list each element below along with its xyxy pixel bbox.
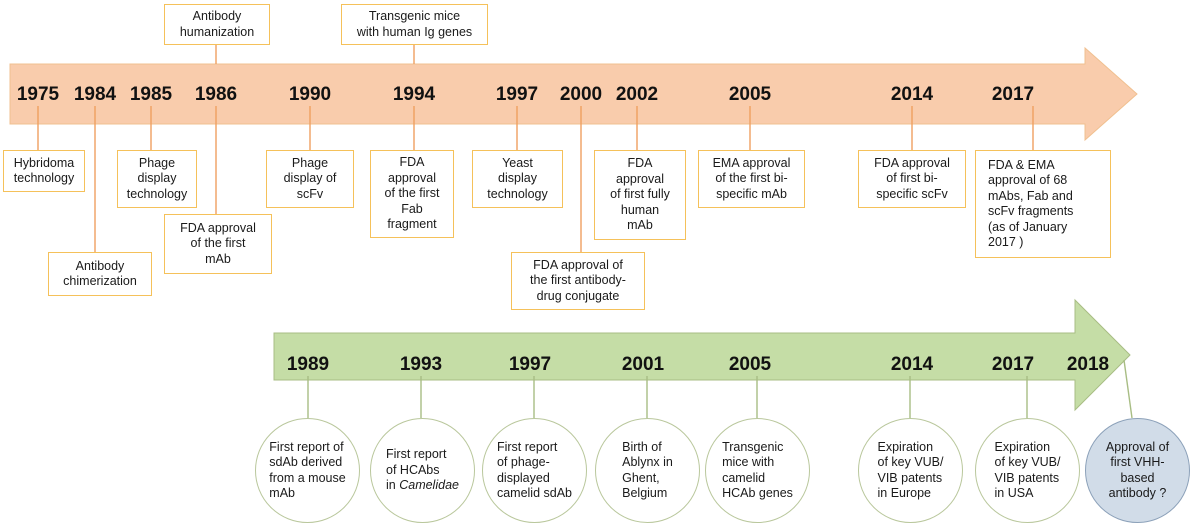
- event-circle-1993-text: First report of HCAbs in Camelidae: [386, 447, 459, 493]
- event-box-1986-approval: FDA approval of the first mAb: [164, 214, 272, 274]
- connector-line-bottom: [1123, 359, 1133, 419]
- top-timeline-arrow: [9, 46, 1138, 142]
- event-box-1975: Hybridoma technology: [3, 150, 85, 192]
- year-label: 2018: [1066, 354, 1110, 375]
- event-box-1990: Phage display of scFv: [266, 150, 354, 208]
- connector-lines: [37, 45, 1133, 419]
- event-box-1985: Phage display technology: [117, 150, 197, 208]
- event-circle-2014: Expiration of key VUB/ VIB patents in Eu…: [858, 418, 963, 523]
- year-label: 1986: [194, 84, 238, 105]
- event-circle-1993: First report of HCAbs in Camelidae: [370, 418, 475, 523]
- year-label: 2017: [991, 354, 1035, 375]
- event-circle-2017: Expiration of key VUB/ VIB patents in US…: [975, 418, 1080, 523]
- year-label: 2002: [615, 84, 659, 105]
- year-label: 1994: [392, 84, 436, 105]
- event-circle-1997: First report of phage- displayed camelid…: [482, 418, 587, 523]
- event-box-2014: FDA approval of first bi- specific scFv: [858, 150, 966, 208]
- event-box-2017: FDA & EMA approval of 68 mAbs, Fab and s…: [975, 150, 1111, 258]
- event-box-1994-transgenic: Transgenic mice with human Ig genes: [341, 4, 488, 45]
- year-label: 2005: [728, 84, 772, 105]
- event-box-2005: EMA approval of the first bi- specific m…: [698, 150, 805, 208]
- year-label: 1993: [399, 354, 443, 375]
- year-label: 2017: [991, 84, 1035, 105]
- year-label: 1975: [16, 84, 60, 105]
- event-box-1986-humanization: Antibody humanization: [164, 4, 270, 45]
- event-box-2000: FDA approval of the first antibody- drug…: [511, 252, 645, 310]
- year-label: 2014: [890, 354, 934, 375]
- event-circle-1989: First report of sdAb derived from a mous…: [255, 418, 360, 523]
- year-label: 1989: [286, 354, 330, 375]
- year-label: 1997: [508, 354, 552, 375]
- year-label: 1997: [495, 84, 539, 105]
- year-label: 2014: [890, 84, 934, 105]
- event-circle-2005: Transgenic mice with camelid HCAb genes: [705, 418, 810, 523]
- camelidae-italic: Camelidae: [399, 478, 459, 493]
- year-label: 1985: [129, 84, 173, 105]
- year-label: 2005: [728, 354, 772, 375]
- event-box-1994-approval: FDA approval of the first Fab fragment: [370, 150, 454, 238]
- year-label: 2001: [621, 354, 665, 375]
- event-box-2002: FDA approval of first fully human mAb: [594, 150, 686, 240]
- event-box-1997: Yeast display technology: [472, 150, 563, 208]
- year-label: 2000: [559, 84, 603, 105]
- event-circle-2001: Birth of Ablynx in Ghent, Belgium: [595, 418, 700, 523]
- event-circle-2018: Approval of first VHH- based antibody ?: [1085, 418, 1190, 523]
- bottom-timeline-arrow: [273, 298, 1131, 412]
- year-label: 1984: [73, 84, 117, 105]
- event-box-1984: Antibody chimerization: [48, 252, 152, 296]
- year-label: 1990: [288, 84, 332, 105]
